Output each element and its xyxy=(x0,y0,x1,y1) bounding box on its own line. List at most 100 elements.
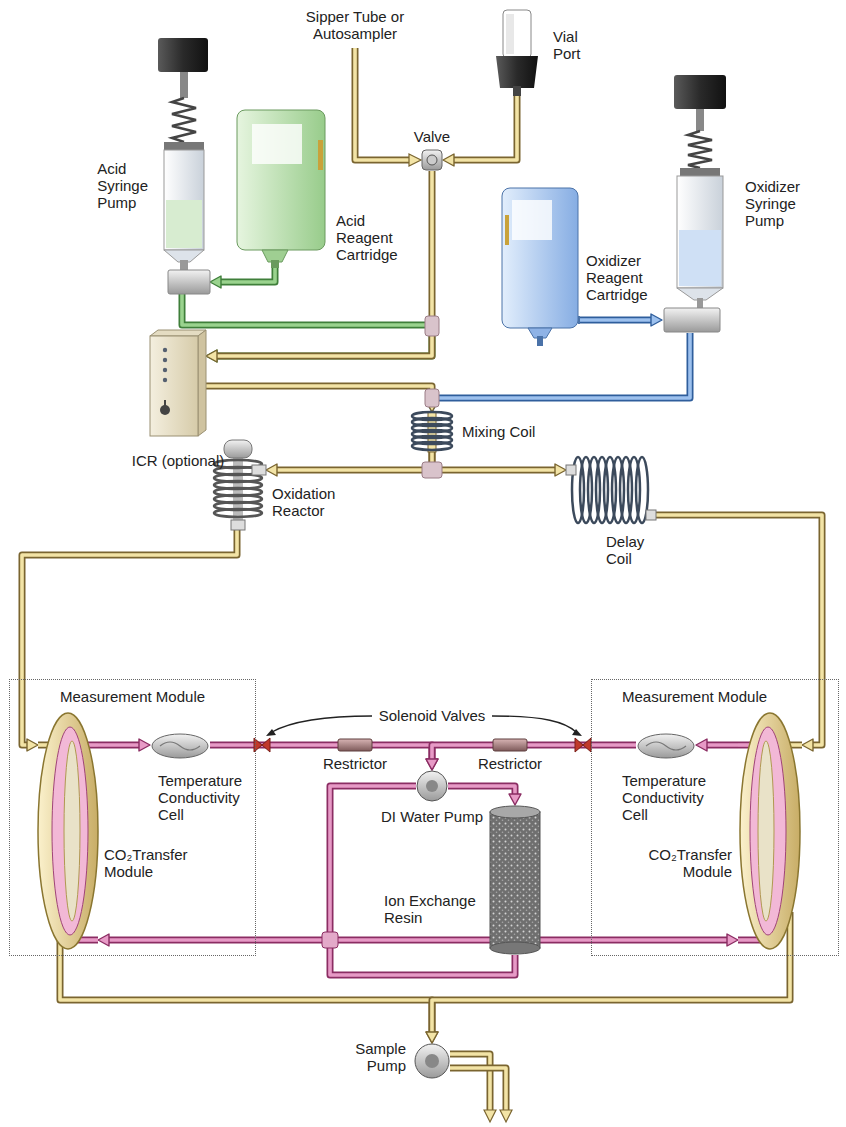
reagent-cartridge: Oxidizer Reagent Cartridge xyxy=(500,186,580,346)
tube xyxy=(432,952,790,1035)
tube xyxy=(98,743,142,747)
cartridge-outlet xyxy=(271,260,279,268)
tube-connector xyxy=(98,739,150,751)
tube xyxy=(580,317,654,324)
mixing-coil-icon xyxy=(412,412,452,452)
cartridge-label xyxy=(252,124,302,164)
port-stem xyxy=(513,86,521,96)
reactor-fitting xyxy=(252,465,266,475)
arrowhead xyxy=(426,1032,438,1043)
tube-connector xyxy=(443,96,517,166)
pump-hub xyxy=(425,1054,439,1068)
needle xyxy=(180,260,188,270)
tube-connector xyxy=(60,952,438,1043)
arrowhead xyxy=(802,739,813,751)
tube-connector xyxy=(426,333,690,412)
sample-pump: Sample Pump xyxy=(414,1043,450,1079)
tube xyxy=(704,742,738,749)
arrowhead xyxy=(27,739,38,751)
tube xyxy=(448,786,515,797)
pump-rod xyxy=(180,72,188,98)
co2-transfer-module: CO₂Transfer Module xyxy=(738,710,802,952)
tube xyxy=(182,294,432,356)
pump-hub xyxy=(426,780,438,792)
syringe-pump: Oxidizer Syringe Pump xyxy=(662,73,738,333)
leader xyxy=(272,716,372,732)
tube-connector xyxy=(22,530,237,751)
arrowhead xyxy=(266,464,277,476)
tube xyxy=(206,386,432,404)
tube xyxy=(540,938,730,942)
plunger xyxy=(164,142,204,150)
oxidation-reactor: Oxidation Reactor xyxy=(210,438,266,530)
arrowhead xyxy=(727,934,738,946)
icr-top xyxy=(150,330,206,336)
tube xyxy=(451,96,517,160)
component-label: Valve xyxy=(414,128,450,145)
arrowhead xyxy=(210,276,221,288)
component-label: ICR (optional) xyxy=(132,452,225,469)
di-pump-icon xyxy=(417,771,447,801)
indicator xyxy=(163,378,167,382)
tube xyxy=(210,745,432,762)
di-water-pump: DI Water Pump xyxy=(416,770,448,802)
arrowhead xyxy=(206,350,217,362)
pump-head xyxy=(674,75,726,109)
component-label: Temperature Conductivity Cell xyxy=(622,772,706,823)
arrowhead xyxy=(426,1032,438,1043)
valve: Valve xyxy=(421,149,443,171)
tube xyxy=(448,786,515,797)
component-label: Delay Coil xyxy=(606,533,644,567)
oxidizer-syringe-pump-icon xyxy=(664,75,726,332)
tube xyxy=(274,452,432,470)
vial-shine xyxy=(506,14,514,54)
conductivity-cell-icon xyxy=(152,734,208,758)
tube xyxy=(60,952,432,1035)
cartridge-outlet xyxy=(537,336,543,346)
tube-connector xyxy=(206,386,438,412)
arrowhead xyxy=(426,759,438,770)
component-label: CO₂Transfer Module xyxy=(104,846,188,880)
syringe-pump: Acid Syringe Pump xyxy=(156,38,210,294)
coil-fitting xyxy=(646,510,656,520)
ion-exchange-resin: Ion Exchange Resin xyxy=(490,805,540,955)
sample-pump-outlets xyxy=(450,1054,512,1122)
measurement-module: Measurement ModuleTemperature Conductivi… xyxy=(10,680,255,955)
conductivity-cell: Temperature Conductivity Cell xyxy=(150,732,210,760)
needle xyxy=(697,298,703,308)
inlet-label: Sipper Tube or Autosampler xyxy=(299,8,411,42)
pump-rod xyxy=(696,109,704,131)
delay-coil-icon xyxy=(566,457,656,523)
disk-center xyxy=(64,741,80,921)
tube-connector xyxy=(210,268,275,288)
arrowhead xyxy=(206,350,217,362)
cartridge-stripe xyxy=(318,140,323,170)
tube xyxy=(432,452,558,470)
barrel xyxy=(164,150,204,250)
tube-connector xyxy=(182,294,432,362)
tube-connector xyxy=(448,786,521,805)
spring xyxy=(688,131,712,168)
delay-coil: Delay Coil xyxy=(566,452,656,528)
cell-body xyxy=(152,734,208,758)
coil-turn xyxy=(412,442,452,450)
resin-bottom xyxy=(490,942,540,954)
indicator xyxy=(163,358,167,362)
flow-arrow xyxy=(409,154,421,166)
tube xyxy=(22,530,237,745)
tube-connector xyxy=(656,515,822,751)
flow-arrow xyxy=(484,1110,496,1122)
cell-detail xyxy=(646,742,686,750)
component-label: Temperature Conductivity Cell xyxy=(158,772,242,823)
tube xyxy=(451,96,517,160)
reactor-fitting xyxy=(231,520,245,530)
tube xyxy=(274,452,432,470)
barrel-liquid xyxy=(166,200,202,248)
tube xyxy=(432,452,558,470)
tube xyxy=(210,745,432,762)
acid-cartridge-icon xyxy=(237,110,325,268)
plunger xyxy=(680,168,720,176)
tube-connector xyxy=(580,314,662,326)
